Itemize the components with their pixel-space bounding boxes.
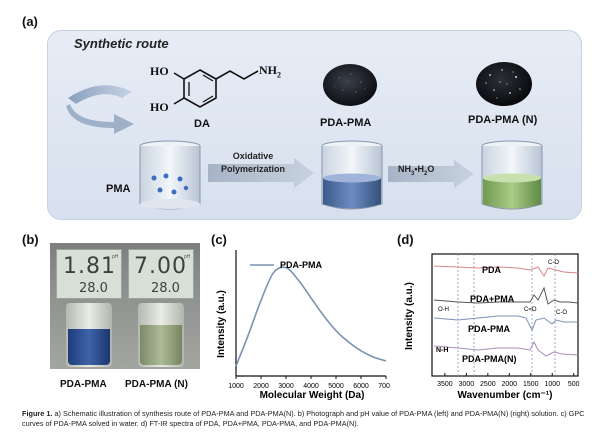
pda-pma-label: PDA-PMA [320, 117, 372, 129]
ftir-line-pda-pma [433, 286, 579, 305]
ftir-x-tick-label: 1500 [523, 381, 539, 388]
chem-ho-bottom: HO [150, 100, 169, 114]
ph-reading-left: 1.81 [63, 254, 116, 279]
ph-unit-left: pH [112, 254, 119, 260]
oxidative-arrow-icon [208, 158, 314, 188]
ftir-annot-co-mid: C-O [556, 310, 567, 316]
figure-number: Figure 1. [22, 409, 53, 418]
ftir-annot-nh: N-H [436, 347, 448, 354]
pda-pma-n-disc-image [476, 62, 532, 106]
vial-left-liquid [68, 329, 110, 365]
ftir-ylabel: Intensity (a.u.) [404, 282, 415, 350]
pda-pma-beaker-image [321, 140, 383, 210]
panel-a-label: (a) [22, 14, 38, 29]
gpc-x-tick-label: 3000 [278, 383, 294, 390]
ftir-annot-c-o-double: C=O [524, 307, 537, 313]
ftir-x-tick-label: 3000 [459, 381, 475, 388]
figure-caption-text: a) Schematic illustration of synthesis r… [22, 409, 585, 428]
ftir-x-tick-label: 1000 [544, 381, 560, 388]
ph-photo: 1.81 pH 28.0 7.00 pH 28.0 [50, 243, 200, 369]
ammonia-arrow-icon [388, 160, 474, 188]
vial-right-caption: PDA-PMA (N) [125, 379, 188, 390]
ammonia-nh: NH [398, 164, 411, 174]
oxidative-line1: Oxidative [232, 151, 274, 161]
gpc-line [235, 266, 387, 367]
dopamine-structure [173, 69, 259, 108]
ftir-x-tick-label: 2500 [480, 381, 496, 388]
chem-nh2: NH2 [259, 63, 281, 79]
ftir-annot-co-top: C-O [548, 260, 559, 266]
ph-meter-left: 1.81 pH 28.0 [56, 249, 122, 299]
chem-nh2-sub: 2 [277, 70, 281, 80]
gpc-ylabel: Intensity (a.u.) [216, 290, 227, 358]
gpc-x-tick-label: 7000 [378, 383, 390, 390]
panel-b-label: (b) [22, 232, 39, 247]
pda-pma-n-label: PDA-PMA (N) [468, 114, 538, 126]
panel-c-label: (c) [211, 232, 227, 247]
ftir-x-tick-label: 500 [568, 381, 580, 388]
gpc-legend-label: PDA-PMA [280, 260, 322, 270]
ammonia-label: NH3•H2O [398, 164, 434, 177]
gpc-x-tick-label: 6000 [353, 383, 369, 390]
chem-ho-top: HO [150, 64, 169, 78]
oxidative-line2: Polymerization [220, 164, 285, 174]
ftir-x-tick-label: 2000 [502, 381, 518, 388]
ph-meter-right: 7.00 pH 28.0 [128, 249, 194, 299]
pma-label: PMA [106, 183, 131, 195]
oxidative-label: Oxidative Polymerization [208, 151, 298, 174]
ftir-label-pda: PDA [482, 265, 502, 275]
gpc-xlabel: Molecular Weight (Da) [260, 390, 365, 400]
ph-unit-right: pH [184, 254, 191, 260]
panel-d-label: (d) [397, 232, 414, 247]
ftir-x-tick-label: 3500 [437, 381, 453, 388]
ftir-label-pda-plus-pma: PDA+PMA [470, 294, 515, 304]
temp-reading-left: 28.0 [79, 281, 108, 296]
ammonia-sub3: 3 [411, 170, 415, 177]
ph-reading-right: 7.00 [134, 254, 187, 279]
gpc-x-tick-label: 2000 [253, 383, 269, 390]
vial-left [66, 303, 112, 367]
da-label: DA [194, 118, 210, 130]
gpc-x-tick-label: 4000 [303, 383, 319, 390]
figure-caption: Figure 1. a) Schematic illustration of s… [22, 409, 590, 429]
ammonia-dot-h: •H [414, 164, 424, 174]
gpc-x-tick-label: 1000 [228, 383, 244, 390]
ftir-line-pda-pma-n [433, 340, 579, 357]
curved-arrow-icon [66, 85, 134, 134]
gpc-x-tick-label: 5000 [328, 383, 344, 390]
synthetic-route-title: Synthetic route [74, 36, 169, 51]
ammonia-o: O [427, 164, 435, 174]
vial-left-caption: PDA-PMA [60, 379, 107, 390]
ftir-xlabel: Wavenumber (cm⁻¹) [458, 390, 553, 400]
ftir-line-pda [433, 265, 579, 277]
ammonia-sub2: 2 [424, 170, 428, 177]
ftir-label-pda-pma-n: PDA-PMA(N) [462, 354, 517, 364]
ftir-line-pda-pma-base [433, 315, 578, 332]
gpc-chart: 1000 2000 3000 4000 5000 6000 7000 PDA-PMA Mol… [216, 250, 390, 400]
pma-beaker-image [139, 140, 201, 210]
pda-pma-n-beaker-image [481, 140, 543, 210]
pda-pma-disc-image [323, 64, 377, 106]
ftir-label-pda-pma: PDA-PMA [468, 324, 510, 334]
temp-reading-right: 28.0 [151, 281, 180, 296]
chem-nh2-text: NH [259, 63, 277, 77]
ftir-plot-frame [431, 253, 579, 377]
ftir-chart: PDA PDA+PMA PDA-PMA PDA-PMA(N) C-O O-H C… [404, 253, 580, 400]
vial-right-liquid [140, 325, 182, 365]
ftir-annot-oh: O-H [438, 307, 449, 313]
vial-right [138, 303, 184, 367]
